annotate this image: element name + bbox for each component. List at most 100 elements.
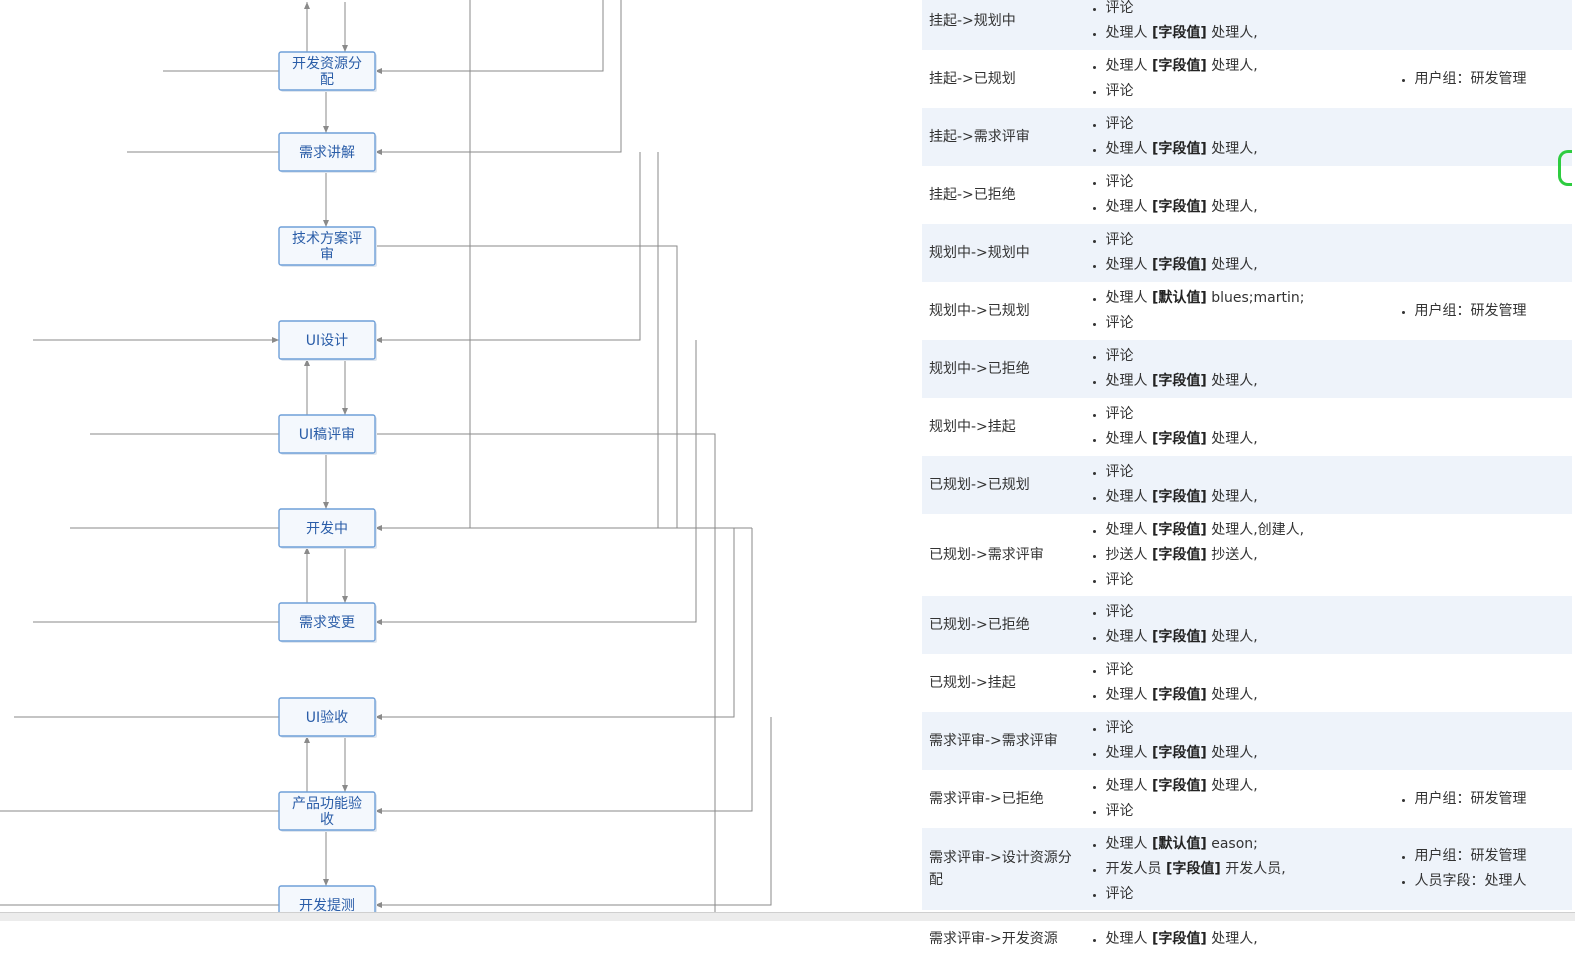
condition-list: 用户组：研发管理 [1393, 299, 1572, 324]
condition-item: 人员字段：处理人 [1415, 869, 1572, 894]
node-label: 开发中 [306, 521, 348, 537]
transition-name: 规划中->已拒绝 [929, 361, 1030, 377]
action-list: 处理人 [字段值] 处理人, [1084, 927, 1393, 952]
action-item: 评论 [1106, 344, 1393, 369]
action-item: 评论 [1106, 0, 1393, 21]
condition-list: 用户组：研发管理 [1393, 787, 1572, 812]
node-ui-design[interactable]: UI设计 [278, 320, 377, 361]
action-text: 评论 [1105, 720, 1134, 736]
node-req-explain[interactable]: 需求讲解 [278, 132, 377, 173]
node-label: 开发资源分 [292, 56, 362, 72]
action-value: blues;martin; [1211, 290, 1305, 306]
action-item: 评论 [1106, 658, 1393, 683]
action-field: 处理人 [1105, 290, 1148, 306]
action-list: 评论处理人 [字段值] 处理人, [1084, 344, 1393, 394]
node-developing[interactable]: 开发中 [278, 508, 377, 549]
transition-name: 已规划->已规划 [929, 477, 1030, 493]
transition-name: 需求评审->开发资源 [929, 931, 1058, 947]
action-text: 评论 [1105, 83, 1134, 99]
action-text: 评论 [1105, 116, 1134, 132]
action-item: 开发人员 [字段值] 开发人员, [1106, 857, 1393, 882]
node-ui-accept[interactable]: UI验收 [278, 697, 377, 738]
action-value: 处理人, [1211, 58, 1258, 74]
action-item: 处理人 [字段值] 处理人, [1106, 137, 1393, 162]
action-tag: [字段值] [1151, 199, 1207, 215]
action-field: 处理人 [1105, 930, 1148, 947]
action-list: 处理人 [字段值] 处理人,评论 [1084, 54, 1393, 104]
action-item: 评论 [1106, 460, 1393, 485]
action-text: 评论 [1105, 0, 1134, 16]
action-tag: [字段值] [1151, 25, 1207, 41]
action-value: 处理人, [1211, 745, 1258, 761]
action-text: 评论 [1105, 232, 1134, 248]
action-field: 抄送人 [1105, 546, 1148, 563]
node-label: UI验收 [306, 710, 348, 726]
action-field: 处理人 [1105, 835, 1148, 852]
edge-review-route [375, 245, 678, 528]
action-item: 评论 [1106, 79, 1393, 104]
node-req-change[interactable]: 需求变更 [278, 602, 377, 643]
transition-name: 需求评审->已拒绝 [929, 791, 1044, 807]
action-value: 处理人, [1211, 489, 1258, 505]
table-row: 规划中->挂起评论处理人 [字段值] 处理人, [922, 398, 1572, 456]
action-tag: [字段值] [1151, 431, 1207, 447]
transition-table: 挂起->规划中评论处理人 [字段值] 处理人,挂起->已规划处理人 [字段值] … [922, 0, 1572, 968]
node-label: UI设计 [306, 333, 348, 349]
action-value: 处理人,创建人, [1211, 521, 1305, 538]
node-label: 技术方案评 [292, 230, 362, 247]
action-item: 评论 [1106, 170, 1393, 195]
action-tag: [字段值] [1151, 521, 1207, 538]
action-item: 评论 [1106, 716, 1393, 741]
action-list: 评论处理人 [字段值] 处理人, [1084, 460, 1393, 510]
transition-name: 规划中->已规划 [929, 303, 1030, 319]
action-field: 处理人 [1105, 431, 1148, 447]
table-row: 已规划->已规划评论处理人 [字段值] 处理人, [922, 456, 1572, 514]
action-item: 处理人 [字段值] 处理人, [1106, 195, 1393, 220]
action-value: 处理人, [1211, 687, 1258, 703]
action-list: 处理人 [字段值] 处理人,评论 [1084, 774, 1393, 824]
action-item: 处理人 [字段值] 处理人, [1106, 741, 1393, 766]
action-item: 处理人 [字段值] 处理人, [1106, 927, 1393, 952]
action-item: 处理人 [字段值] 处理人,创建人, [1106, 518, 1393, 543]
action-field: 处理人 [1105, 25, 1148, 41]
action-item: 评论 [1106, 799, 1393, 824]
action-item: 处理人 [字段值] 处理人, [1106, 427, 1393, 452]
action-field: 处理人 [1105, 489, 1148, 505]
bottom-scrollbar-track[interactable] [0, 912, 1575, 921]
node-ui-review[interactable]: UI稿评审 [278, 414, 377, 455]
action-tag: [字段值] [1151, 58, 1207, 74]
action-text: 评论 [1105, 803, 1134, 819]
action-value: 处理人, [1211, 199, 1258, 215]
table-row: 已规划->需求评审处理人 [字段值] 处理人,创建人,抄送人 [字段值] 抄送人… [922, 514, 1572, 596]
action-item: 处理人 [字段值] 处理人, [1106, 369, 1393, 394]
action-list: 处理人 [默认值] blues;martin; 评论 [1084, 286, 1393, 336]
action-text: 评论 [1105, 885, 1134, 902]
action-value: 处理人, [1211, 141, 1258, 157]
action-text: 评论 [1105, 315, 1134, 331]
action-value: 处理人, [1211, 257, 1258, 273]
table-row: 需求评审->需求评审评论处理人 [字段值] 处理人, [922, 712, 1572, 770]
action-value: eason; [1211, 835, 1258, 852]
table-row: 已规划->已拒绝评论处理人 [字段值] 处理人, [922, 596, 1572, 654]
edge-right-change [375, 340, 697, 625]
action-list: 评论处理人 [字段值] 处理人, [1084, 658, 1393, 708]
action-field: 处理人 [1105, 257, 1148, 273]
table-row: 挂起->已规划处理人 [字段值] 处理人,评论用户组：研发管理 [922, 50, 1572, 108]
action-tag: [字段值] [1151, 141, 1207, 157]
condition-list: 用户组：研发管理人员字段：处理人 [1393, 844, 1572, 894]
action-tag: [默认值] [1151, 290, 1207, 306]
diagram-edges [0, 0, 772, 920]
condition-item: 用户组：研发管理 [1415, 844, 1572, 869]
action-value: 处理人, [1211, 431, 1258, 447]
table-row: 需求评审->已拒绝 处理人 [字段值] 处理人,评论用户组：研发管理 [922, 770, 1572, 828]
action-item: 处理人 [字段值] 处理人, [1106, 21, 1393, 46]
node-label: 开发提测 [299, 898, 355, 914]
table-row: 规划中->规划中评论处理人 [字段值] 处理人, [922, 224, 1572, 282]
action-list: 评论处理人 [字段值] 处理人, [1084, 402, 1393, 452]
table-row: 需求评审->设计资源分配处理人 [默认值] eason;开发人员 [字段值] 开… [922, 828, 1572, 910]
